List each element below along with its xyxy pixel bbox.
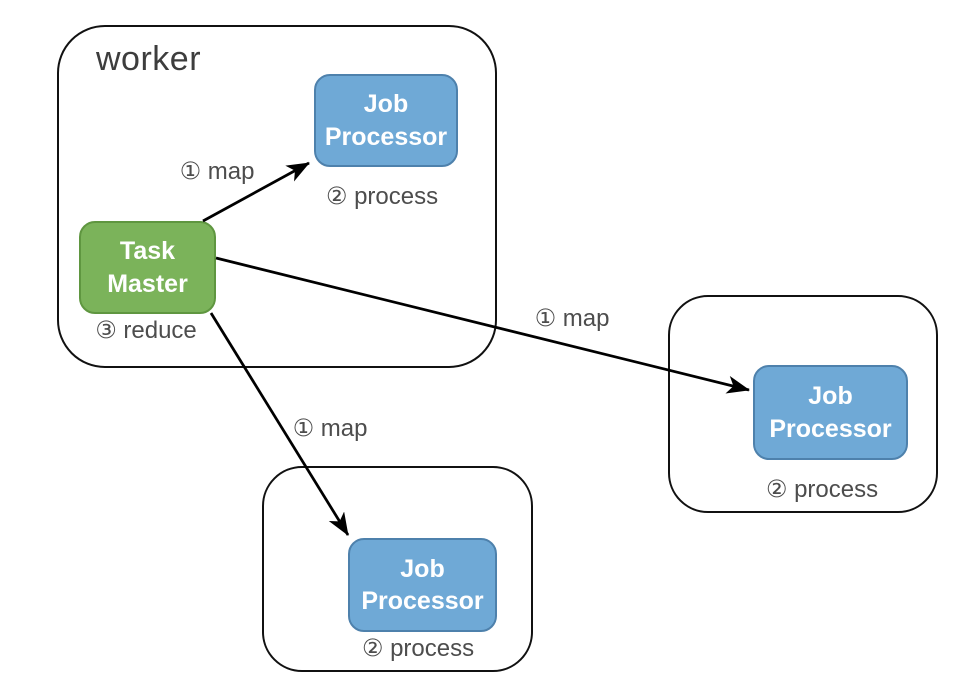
job-processor-label-line1: Job xyxy=(808,382,853,410)
task-master-label-line2: Master xyxy=(107,269,188,298)
map-step-label-bottom: ① map xyxy=(292,415,368,442)
process-step-label-right: ② process xyxy=(765,476,879,503)
job-processor-label-line1: Job xyxy=(400,554,445,583)
job-processor-node-worker: Job Processor xyxy=(314,74,458,167)
task-master-label-line1: Task xyxy=(119,237,176,265)
task-master-node: Task Master xyxy=(79,221,216,314)
worker-group-title: worker xyxy=(96,40,202,78)
map-step-label-right: ① map xyxy=(534,305,610,332)
job-processor-label-line2: Processor xyxy=(361,587,484,615)
process-step-label-bottom: ② process xyxy=(361,635,475,662)
reduce-step-label: ③ reduce xyxy=(95,317,197,344)
map-step-label-worker: ① map xyxy=(179,158,255,185)
job-processor-label-line2: Processor xyxy=(324,122,448,151)
job-processor-node-right: Job Processor xyxy=(753,365,908,460)
job-processor-node-bottom: Job Processor xyxy=(348,538,497,632)
process-step-label-worker: ② process xyxy=(325,183,439,210)
job-processor-label-line1: Job xyxy=(363,90,409,118)
job-processor-label-line2: Processor xyxy=(769,414,892,443)
